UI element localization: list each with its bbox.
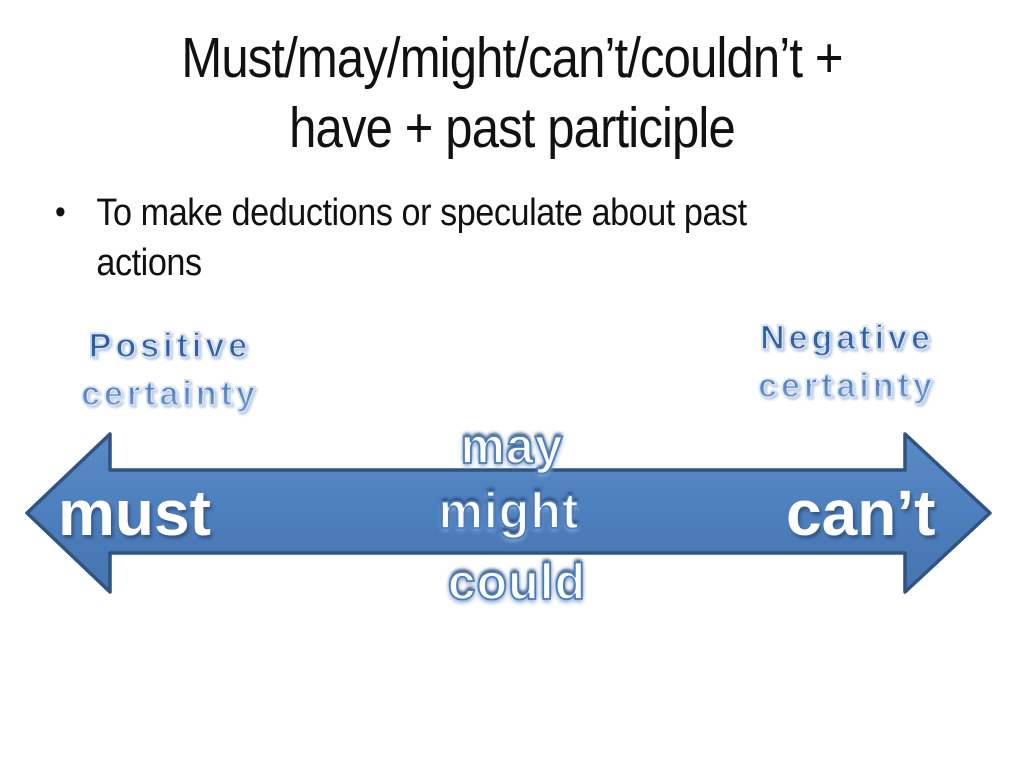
scale-word-might: might: [438, 483, 580, 539]
scale-word-could: could: [447, 554, 587, 610]
bullet-marker: •: [55, 193, 66, 231]
scale-word-cant: can’t: [786, 477, 936, 549]
bullet-text: To make deductions or speculate about pa…: [96, 192, 747, 285]
positive-certainty-label: Positive certainty: [35, 323, 305, 418]
double-arrow-shape: [25, 432, 992, 594]
scale-word-may: may: [460, 418, 564, 474]
certainty-scale-arrow: [25, 432, 992, 594]
slide-title: Must/may/might/can’t/couldn’t + have + p…: [72, 24, 953, 163]
slide-title-line2: have + past participle: [289, 95, 736, 160]
positive-certainty-line2: certainty: [80, 374, 259, 413]
scale-word-must: must: [58, 477, 211, 549]
negative-certainty-line1: Negative: [759, 318, 934, 357]
slide-title-line1: Must/may/might/can’t/couldn’t +: [181, 26, 843, 90]
positive-certainty-line1: Positive: [88, 326, 252, 365]
negative-certainty-line2: certainty: [757, 366, 936, 405]
negative-certainty-label: Negative certainty: [712, 315, 982, 410]
bullet-item: • To make deductions or speculate about …: [55, 188, 847, 288]
